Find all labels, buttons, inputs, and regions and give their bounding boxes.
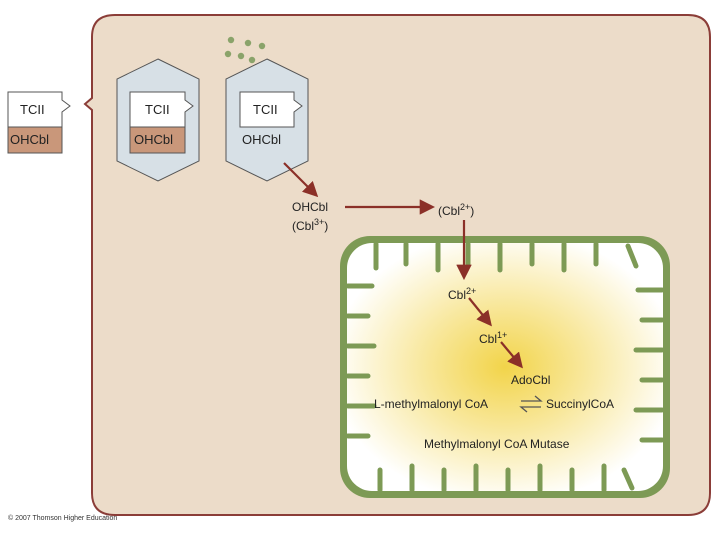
cbl3-label: (Cbl3+) [292,217,329,233]
reversible-arrow [519,395,543,413]
tcii-label-lysosome: TCII [253,102,278,117]
arrow-cbl1-to-adocbl [500,341,523,369]
arrow-cbl2-to-cbl1 [468,297,492,327]
cbl2-cytosol-label: (Cbl2+) [438,202,475,218]
lysosome [225,58,309,182]
ohcbl-label-endosome: OHCbl [134,132,174,147]
l-methylmalonyl-coa-label: L-methylmalonyl CoA [374,397,489,411]
ohcbl-free-label: OHCbl [292,200,329,214]
degraded-tcii-dots [224,36,266,64]
mitochondrion-cristae [345,241,665,493]
tcii-label-extracellular: TCII [20,102,45,117]
tcii-label-endosome: TCII [145,102,170,117]
cbl2-mito-label: Cbl2+ [448,286,477,302]
mitochondrion [340,236,670,498]
succinyl-coa-label: SuccinylCoA [546,397,615,411]
ohcbl-label-extracellular: OHCbl [10,132,50,147]
pathway-arrows [283,162,523,369]
copyright-text: © 2007 Thomson Higher Education [8,515,118,522]
adocbl-label: AdoCbl [511,373,551,387]
ohcbl-label-lysosome: OHCbl [242,132,282,147]
arrow-lysosome-to-cytosol [283,162,319,198]
extracellular-tcii-complex [7,91,71,154]
endosome [116,58,200,182]
mutase-label: Methylmalonyl CoA Mutase [424,437,570,451]
cbl1-label: Cbl1+ [479,330,508,346]
